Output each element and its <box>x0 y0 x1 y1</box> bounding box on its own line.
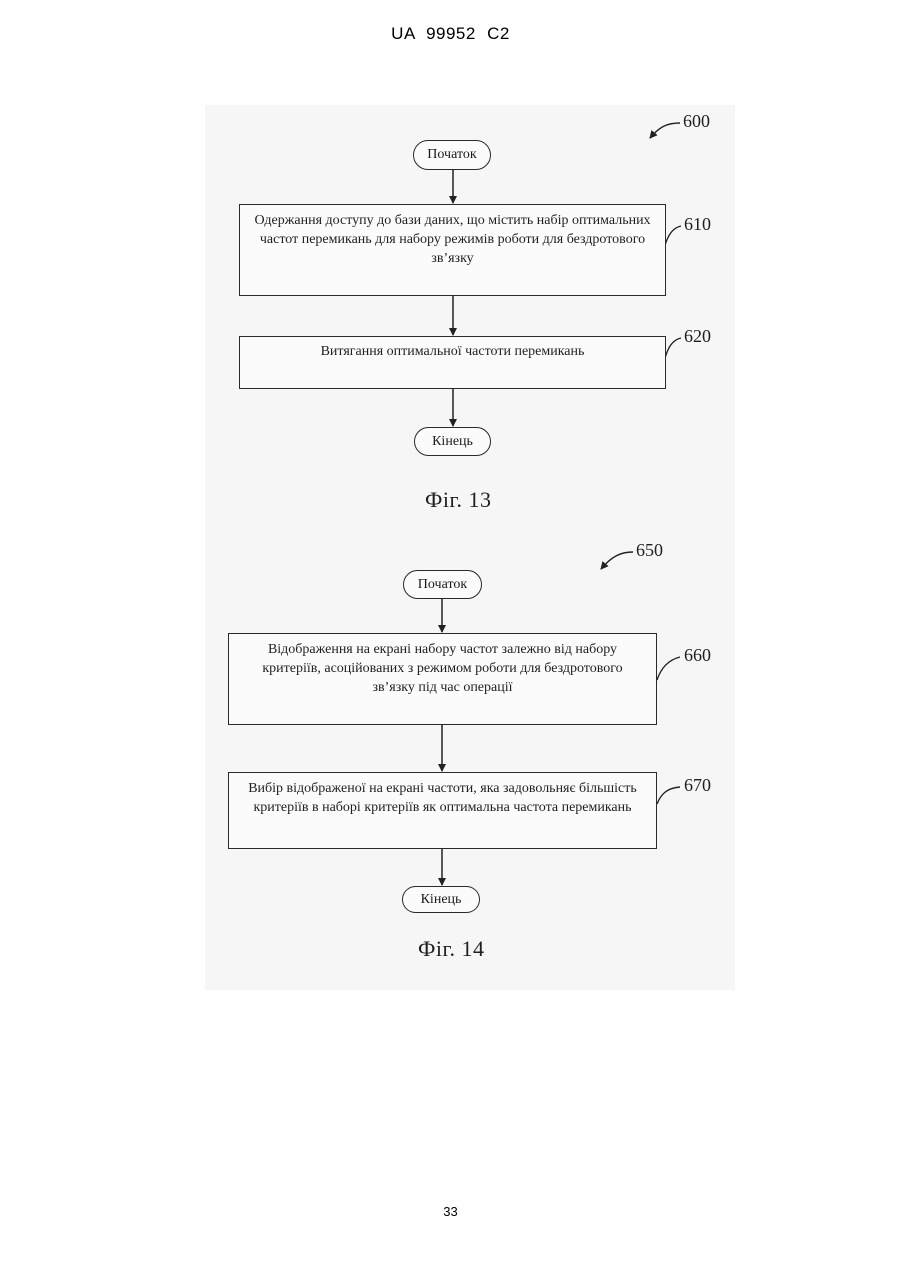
fig13-leader-620 <box>665 338 681 358</box>
fig14-end-label: Кінець <box>421 892 462 908</box>
fig14-ref-650-arrow <box>601 552 633 569</box>
fig14-ref-660: 660 <box>684 645 711 666</box>
fig13-end-label: Кінець <box>432 434 473 450</box>
fig14-step-670: Вибір відображеної на екрані частоти, як… <box>228 772 657 849</box>
fig14-leader-670 <box>657 787 680 804</box>
fig14-start-terminal: Початок <box>403 570 482 599</box>
fig13-ref-600-arrow <box>650 123 680 138</box>
fig14-step-670-text: Вибір відображеної на екрані частоти, як… <box>229 773 656 817</box>
fig14-start-label: Початок <box>418 577 467 593</box>
fig14-leader-660 <box>657 657 680 680</box>
fig13-ref-600: 600 <box>683 111 710 132</box>
fig13-start-label: Початок <box>427 147 476 163</box>
fig13-step-620-text: Витягання оптимальної частоти перемикань <box>240 337 665 361</box>
fig13-step-610-text: Одержання доступу до бази даних, що міст… <box>240 205 665 268</box>
fig13-ref-620: 620 <box>684 326 711 347</box>
fig13-caption: Фіг. 13 <box>425 487 492 513</box>
fig14-step-660-text: Відображення на екрані набору частот зал… <box>229 634 656 697</box>
fig14-end-terminal: Кінець <box>402 886 480 913</box>
fig14-ref-670: 670 <box>684 775 711 796</box>
fig13-end-terminal: Кінець <box>414 427 491 456</box>
fig13-ref-610: 610 <box>684 214 711 235</box>
fig14-step-660: Відображення на екрані набору частот зал… <box>228 633 657 725</box>
page-number: 33 <box>0 1204 901 1219</box>
fig14-ref-650: 650 <box>636 540 663 561</box>
fig13-step-610: Одержання доступу до бази даних, що міст… <box>239 204 666 296</box>
fig13-start-terminal: Початок <box>413 140 491 170</box>
fig13-step-620: Витягання оптимальної частоти перемикань <box>239 336 666 389</box>
fig14-caption: Фіг. 14 <box>418 936 485 962</box>
fig13-leader-610 <box>665 226 681 245</box>
